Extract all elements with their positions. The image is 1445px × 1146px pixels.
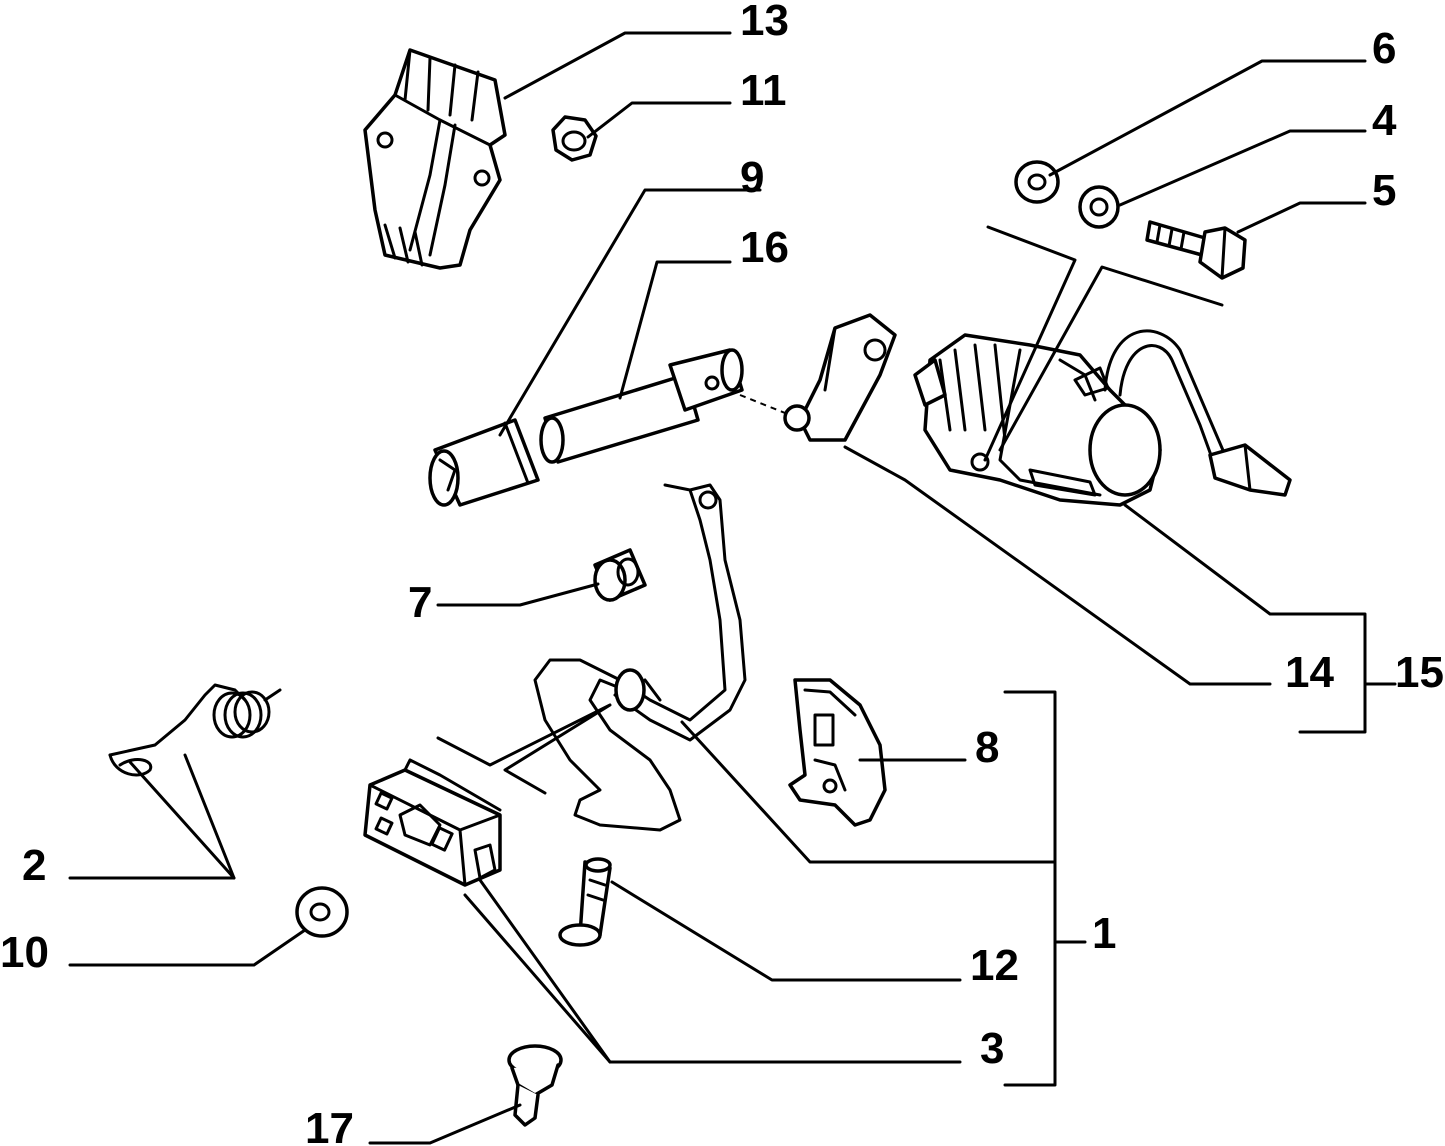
part-2-spring xyxy=(108,683,282,777)
part-17-stop xyxy=(507,1044,563,1127)
label-4: 4 xyxy=(1372,96,1397,145)
label-16: 16 xyxy=(740,223,789,272)
label-15: 15 xyxy=(1395,648,1444,697)
label-3: 3 xyxy=(980,1024,1004,1073)
part-15-motor xyxy=(913,329,1292,507)
label-8: 8 xyxy=(975,723,999,772)
label-14: 14 xyxy=(1285,648,1334,697)
part-9-sleeve xyxy=(428,418,540,507)
label-11: 11 xyxy=(740,66,787,115)
part-11-nut xyxy=(551,115,598,162)
label-1: 1 xyxy=(1092,909,1116,958)
part-13-connector xyxy=(363,48,507,270)
part-12-pin xyxy=(558,857,612,947)
label-2: 2 xyxy=(22,841,46,890)
leader-lines xyxy=(68,31,1397,1145)
part-6-washer xyxy=(1014,160,1060,204)
part-16-shaft xyxy=(539,348,744,464)
part-1-pedal-lever xyxy=(533,483,747,832)
part-8-pad xyxy=(788,678,887,827)
label-13: 13 xyxy=(740,0,789,45)
part-7-bushing xyxy=(593,548,647,602)
label-6: 6 xyxy=(1372,24,1396,73)
label-7: 7 xyxy=(408,578,432,627)
part-14-crank-arm xyxy=(783,313,897,442)
part-4-washer xyxy=(1078,185,1120,229)
label-12: 12 xyxy=(970,941,1019,990)
part-3-switch xyxy=(363,758,502,887)
label-10: 10 xyxy=(0,928,49,977)
label-5: 5 xyxy=(1372,166,1396,215)
label-17: 17 xyxy=(305,1104,354,1146)
part-5-bolt xyxy=(1145,220,1247,280)
part-10-grommet xyxy=(295,886,349,938)
label-9: 9 xyxy=(740,153,764,202)
